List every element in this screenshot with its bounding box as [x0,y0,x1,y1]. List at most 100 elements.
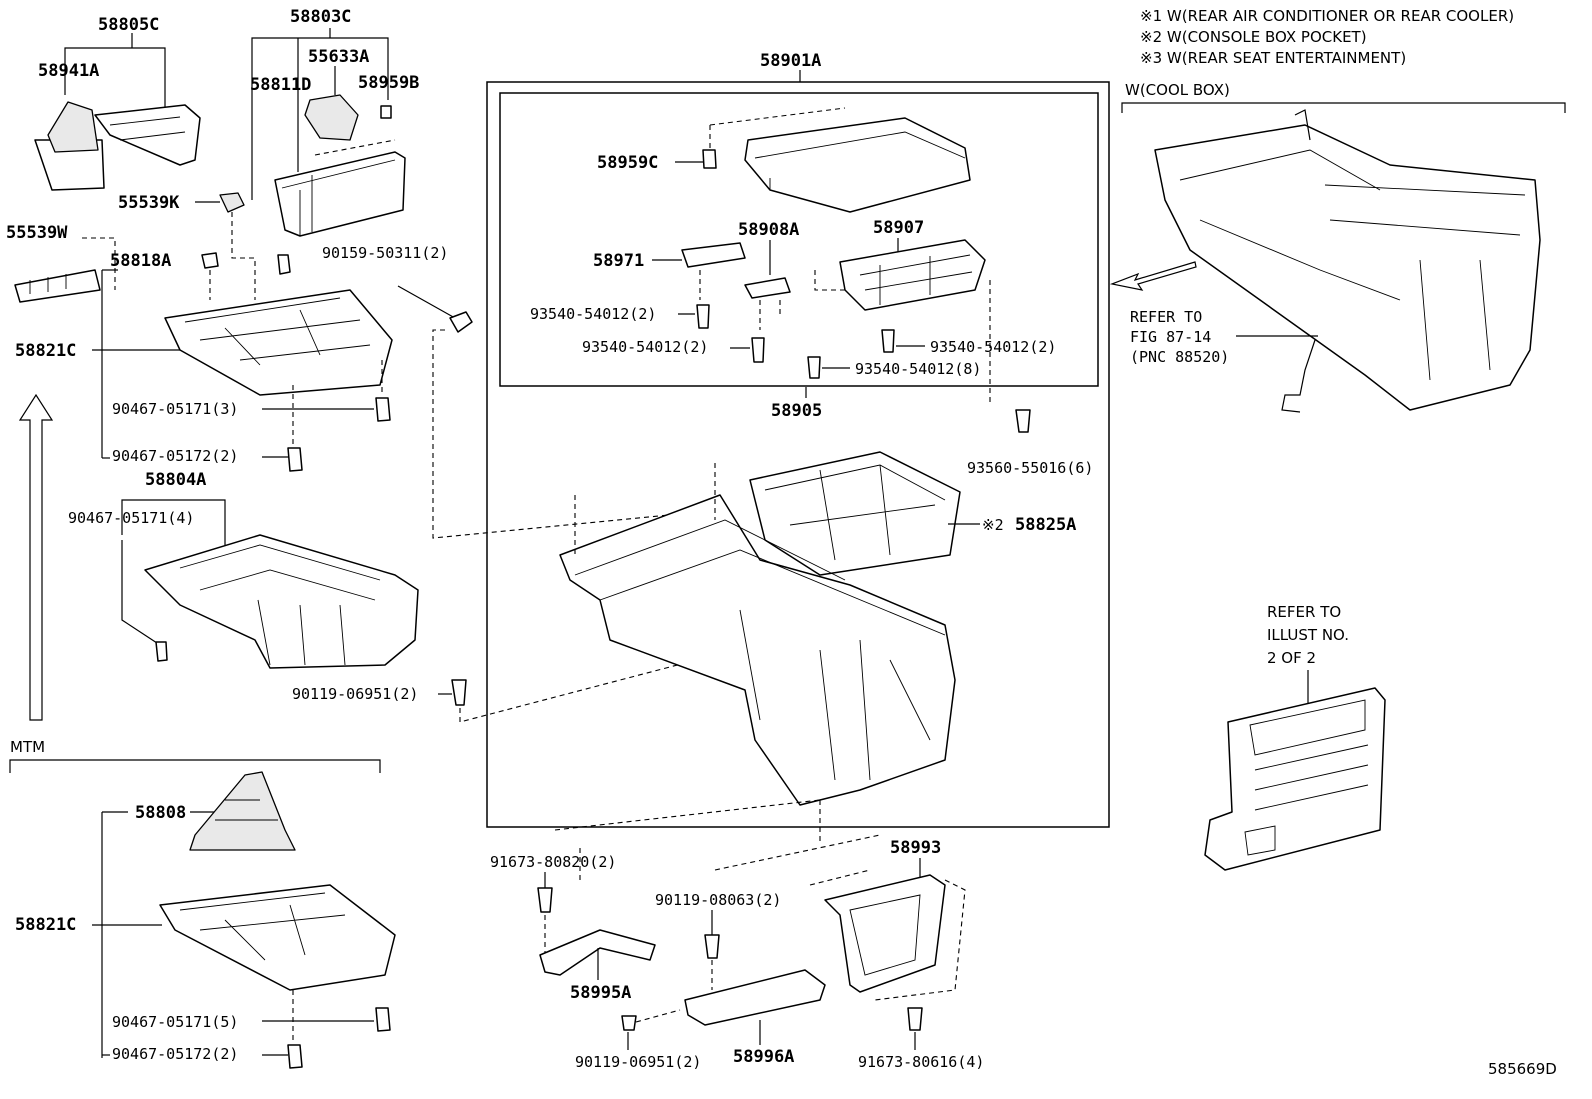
part-58825A-detail [764,464,946,561]
dash-90159 [432,329,721,539]
label-58811D[interactable]: 58811D [250,75,311,95]
part-90119-08063 [704,934,720,959]
part-58808 [189,771,296,851]
part-58805C [94,104,201,166]
part-rear-panel [1204,687,1386,871]
label-58959C[interactable]: 58959C [597,153,658,173]
part-90467-05171-3 [375,397,391,422]
refer-illust-line-3: 2 OF 2 [1267,649,1316,667]
part-58907-detail [859,254,973,305]
dash-58818A [209,212,256,300]
label-58805C[interactable]: 58805C [98,15,159,35]
part-90467-05172-2-bottom [287,1044,303,1069]
label-90119-08063[interactable]: 90119-08063(2) [655,891,781,909]
label-90159-50311[interactable]: 90159-50311(2) [322,244,448,262]
part-58818A [201,252,219,269]
label-58804A[interactable]: 58804A [145,470,206,490]
label-58818A[interactable]: 58818A [110,251,171,271]
label-58907[interactable]: 58907 [873,218,924,238]
dash-console [574,463,716,555]
part-58941A-top [47,101,99,153]
part-58821C-top-detail [184,297,371,366]
part-58821C-bottom-detail [179,892,346,961]
label-58803C[interactable]: 58803C [290,7,351,27]
label-58825A[interactable]: 58825A [1015,515,1076,535]
part-93540-a [696,304,710,329]
label-58901A[interactable]: 58901A [760,51,821,71]
label-58959B[interactable]: 58959B [358,73,419,93]
label-55539W[interactable]: 55539W [6,223,68,243]
label-58908A[interactable]: 58908A [738,220,799,240]
label-90467-05171-3[interactable]: 90467-05171(3) [112,400,238,418]
group-90159: 90159-50311(2) [322,244,721,539]
label-58996A[interactable]: 58996A [733,1047,794,1067]
dash-58993 [809,869,966,1001]
label-90467-05171-5[interactable]: 90467-05171(5) [112,1013,238,1031]
part-58803C [274,151,406,237]
part-58993-detail [849,894,921,976]
note-3: ※3 W(REAR SEAT ENTERTAINMENT) [1140,49,1406,67]
label-58821C-bottom[interactable]: 58821C [15,915,76,935]
up-arrow [18,393,54,721]
part-58811D [277,254,291,275]
part-55539W-detail [29,274,67,294]
arrow-up-shape [18,393,54,721]
refer-fig-line-1: REFER TO [1130,308,1202,326]
group-bottom-center: 91673-80820(2) 58995A 90119-08063(2) 589… [490,799,984,1071]
label-91673-80820[interactable]: 91673-80820(2) [490,853,616,871]
part-console-body-detail [574,519,946,781]
label-55633A[interactable]: 55633A [308,47,369,67]
group-58805C: 58805C 58941A [34,15,201,191]
label-90467-05171-4[interactable]: 90467-05171(4) [68,509,194,527]
part-58993 [824,874,946,993]
part-58959C [702,149,717,169]
label-58993[interactable]: 58993 [890,838,941,858]
refer-illust-line-1: REFER TO [1267,603,1341,621]
label-93540-d[interactable]: 93540-54012(8) [855,360,981,378]
part-58808-detail [215,799,278,821]
part-90467-05171-4 [155,641,168,662]
part-91673-80820 [537,887,553,913]
part-58821C-top [164,289,393,396]
label-90119-06951-top[interactable]: 90119-06951(2) [292,685,418,703]
figure-id: 585669D [1488,1060,1557,1078]
label-55539K[interactable]: 55539K [118,193,180,213]
dash-58803C [314,139,396,156]
group-90119-06951-top: 90119-06951(2) [292,624,831,723]
label-93540-b[interactable]: 93540-54012(2) [582,338,708,356]
part-90467-05171-5 [375,1007,391,1032]
part-58971 [681,242,746,268]
leader-90467-05171-4 [121,540,161,646]
refer-illust-line-2: ILLUST NO. [1267,626,1349,644]
arrow-left-shape [1109,261,1197,291]
label-58825A-mark[interactable]: ※2 [982,516,1004,534]
frame-58901A [486,81,1110,828]
label-93560[interactable]: 93560-55016(6) [967,459,1093,477]
dash-90119-06951-bottom [635,1009,681,1023]
part-55539W [14,269,101,303]
part-58996A [684,969,826,1026]
cool-box-bracket [1121,102,1566,113]
label-93540-a[interactable]: 93540-54012(2) [530,305,656,323]
leader-58804A [121,499,226,545]
part-cool-box-console [1154,124,1541,411]
label-58995A[interactable]: 58995A [570,983,631,1003]
label-58941A[interactable]: 58941A [38,61,99,81]
label-90467-05172-2-bottom[interactable]: 90467-05172(2) [112,1045,238,1063]
part-58908A [744,277,791,299]
label-91673-80616[interactable]: 91673-80616(4) [858,1053,984,1071]
group-58804A: 58804A 90467-05171(4) [68,470,419,669]
part-90159-50311 [449,311,473,333]
label-93540-c[interactable]: 93540-54012(2) [930,338,1056,356]
label-90119-06951-bottom[interactable]: 90119-06951(2) [575,1053,701,1071]
leader-90159 [397,285,456,319]
label-58971[interactable]: 58971 [593,251,644,271]
part-cool-box-cable [1281,339,1316,413]
label-58808[interactable]: 58808 [135,803,186,823]
group-cool-box: W(COOL BOX) REFER TO FIG 87-14 (PNC 8852… [1109,81,1566,413]
label-58905[interactable]: 58905 [771,401,822,421]
label-58821C-top[interactable]: 58821C [15,341,76,361]
frame-58905 [499,92,1099,387]
label-90467-05172-2-top[interactable]: 90467-05172(2) [112,447,238,465]
dash-55539W [82,237,116,290]
